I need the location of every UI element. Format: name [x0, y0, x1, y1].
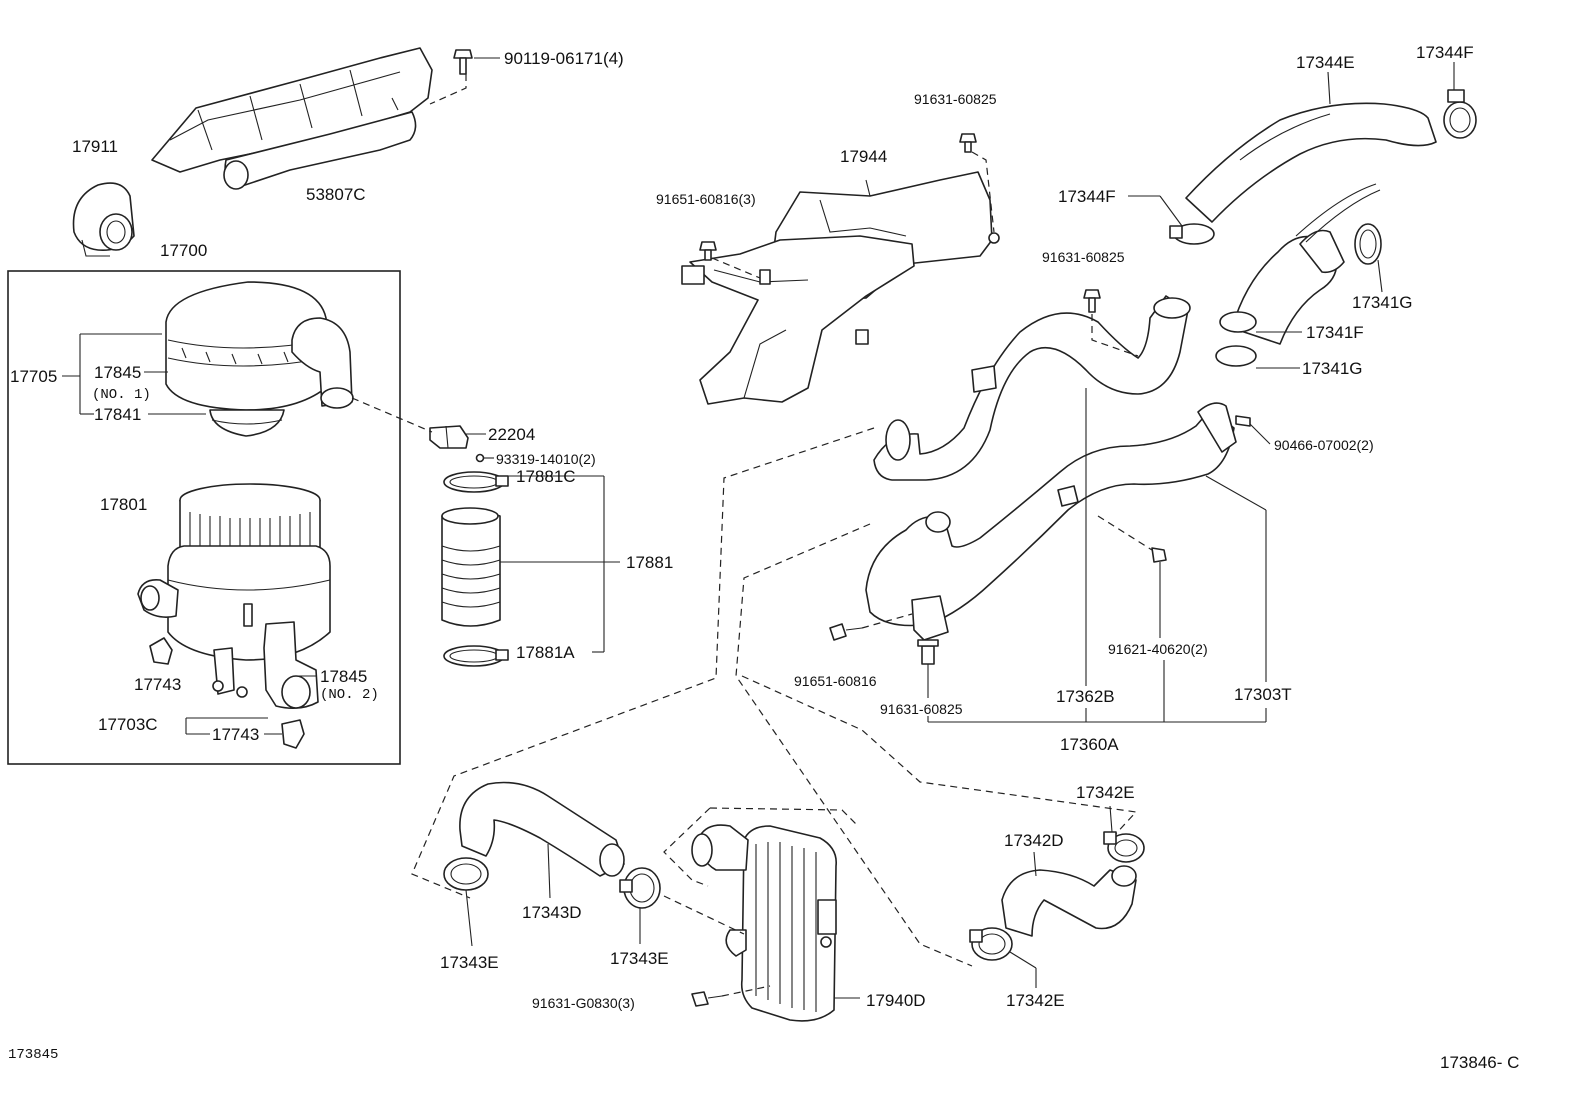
part-17344e-hose	[1185, 102, 1437, 223]
label-17341g-bot: 17341G	[1302, 359, 1363, 378]
label-91651-60816-3: 91651-60816(3)	[656, 191, 756, 207]
label-17344f-top: 17344F	[1416, 43, 1474, 62]
label-17845-no1-suffix: (NO. 1)	[92, 387, 151, 403]
part-17881a-clamp	[443, 645, 509, 667]
part-17743-clip-b	[281, 719, 305, 749]
label-17881: 17881	[626, 553, 673, 572]
label-17343e-left: 17343E	[440, 953, 499, 972]
part-17881-intake-hose	[441, 507, 501, 627]
label-22204: 22204	[488, 425, 535, 444]
part-17700-air-cleaner-case	[137, 545, 331, 710]
part-91631-g0830-bolt	[691, 991, 723, 1007]
label-17940d: 17940D	[866, 991, 926, 1010]
label-91631-60825-mid: 91631-60825	[1042, 249, 1125, 265]
part-22204-air-flow-sensor	[429, 425, 469, 449]
label-91631-60825-top: 91631-60825	[914, 91, 997, 107]
part-53807c-air-duct	[151, 47, 433, 190]
part-91651-bolt-3	[699, 241, 717, 261]
label-17700: 17700	[160, 241, 207, 260]
label-17344f-mid: 17344F	[1058, 187, 1116, 206]
label-17703c: 17703C	[98, 715, 158, 734]
label-17342e-top: 17342E	[1076, 783, 1135, 802]
part-17881c-clamp	[443, 471, 509, 493]
reference-code-right: 173846- C	[1440, 1053, 1519, 1072]
part-17342e-clamp-bot	[969, 927, 1013, 961]
part-91621-bolt	[1151, 547, 1167, 563]
label-17705: 17705	[10, 367, 57, 386]
label-91631-g0830: 91631-G0830(3)	[532, 995, 635, 1011]
label-17303t: 17303T	[1234, 685, 1292, 704]
label-17344e: 17344E	[1296, 53, 1355, 72]
part-17344f-clamp-top	[1443, 89, 1477, 139]
label-17341g-top: 17341G	[1352, 293, 1413, 312]
part-17940d-resonator	[691, 824, 837, 1022]
label-17845-no2-suffix: (NO. 2)	[320, 687, 379, 703]
part-17944-duct-bracket	[681, 171, 1000, 405]
part-93319-screw	[475, 453, 494, 463]
label-91651-60816: 91651-60816	[794, 673, 877, 689]
label-91631-60825-low: 91631-60825	[880, 701, 963, 717]
part-17303t-hose	[865, 402, 1237, 641]
part-17743-clip-a	[149, 637, 173, 665]
part-17342d-hose	[1001, 865, 1137, 937]
label-93319-14010: 93319-14010(2)	[496, 451, 596, 467]
label-17343e-right: 17343E	[610, 949, 669, 968]
label-53807c: 53807C	[306, 185, 366, 204]
label-17881c: 17881C	[516, 467, 576, 486]
label-17342d: 17342D	[1004, 831, 1064, 850]
part-17362b-hose	[873, 295, 1191, 481]
reference-code-left: 173845	[8, 1047, 58, 1063]
air-cleaner-assembly-frame	[7, 270, 401, 765]
part-17342e-clamp-top	[1103, 831, 1145, 863]
part-17344f-clamp-mid	[1169, 223, 1215, 245]
label-17801: 17801	[100, 495, 147, 514]
part-17343e-clamp-left	[443, 857, 489, 891]
label-17845-no1: 17845	[94, 363, 141, 382]
part-90119-bolt	[453, 49, 473, 75]
part-17341f-hose	[1231, 183, 1381, 345]
part-91631-bolt-low	[917, 639, 939, 665]
part-17705-air-cleaner-cover	[165, 281, 354, 437]
part-17341g-clamp-top	[1354, 223, 1382, 265]
label-17343d: 17343D	[522, 903, 582, 922]
label-17845-no2: 17845	[320, 667, 367, 686]
part-17343d-hose	[459, 781, 625, 877]
label-17911: 17911	[72, 137, 118, 156]
label-90119-06171: 90119-06171(4)	[504, 49, 624, 68]
part-91651-bolt-b	[829, 623, 863, 641]
part-90466-clip	[1235, 415, 1251, 427]
part-17341g-clamp-bot	[1215, 311, 1257, 367]
label-17362b: 17362B	[1056, 687, 1115, 706]
label-91621-40620: 91621-40620(2)	[1108, 641, 1208, 657]
label-17841: 17841	[94, 405, 141, 424]
label-17360a: 17360A	[1060, 735, 1119, 754]
label-17743-b: 17743	[212, 725, 259, 744]
label-17881a: 17881A	[516, 643, 575, 662]
label-17944: 17944	[840, 147, 887, 166]
label-90466-07002: 90466-07002(2)	[1274, 437, 1374, 453]
part-91631-bolt-top	[959, 133, 977, 153]
label-17743-a: 17743	[134, 675, 181, 694]
part-17911-intake-inlet	[72, 182, 135, 257]
part-91631-bolt-mid	[1083, 289, 1101, 313]
part-17343e-clamp-right	[619, 867, 661, 909]
label-17342e-bot: 17342E	[1006, 991, 1065, 1010]
label-17341f: 17341F	[1306, 323, 1364, 342]
